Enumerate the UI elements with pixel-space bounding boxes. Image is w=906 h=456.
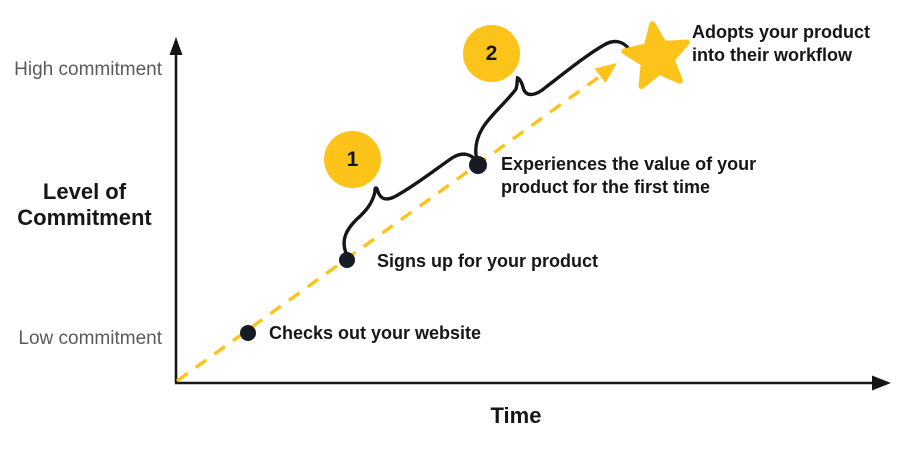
step-badge-2: 2 xyxy=(463,25,520,82)
curly-brace-2 xyxy=(474,39,631,166)
y-axis-max-label: High commitment xyxy=(14,59,162,80)
milestone-label-2: Signs up for your product xyxy=(377,250,598,273)
milestone-label-line: Experiences the value of your xyxy=(501,154,757,174)
milestone-label-3: Experiences the value of your product fo… xyxy=(501,153,756,199)
step-badge-1: 1 xyxy=(324,131,381,188)
curly-brace-1 xyxy=(342,152,480,259)
milestone-dot-1 xyxy=(240,325,256,341)
step-badge-1-number: 1 xyxy=(346,147,359,171)
x-axis-title: Time xyxy=(490,403,542,428)
milestone-label-line: product for the first time xyxy=(501,177,711,197)
y-axis-min-label: Low commitment xyxy=(18,328,162,349)
step-badge-2-number: 2 xyxy=(485,41,498,65)
milestone-label-line: into their workflow xyxy=(692,45,852,65)
milestone-dot-3 xyxy=(469,156,487,174)
milestone-label-line: Adopts your product xyxy=(692,22,870,42)
y-axis-title: Level of Commitment xyxy=(17,179,152,230)
star-icon xyxy=(621,21,690,90)
x-axis-arrow-icon xyxy=(872,375,891,391)
trend-arrowhead-icon xyxy=(594,63,617,83)
milestone-label-line: Checks out your website xyxy=(269,323,482,343)
milestone-label-1: Checks out your website xyxy=(269,322,481,345)
milestone-dot-2 xyxy=(339,252,355,268)
y-axis-arrow-icon xyxy=(169,37,183,55)
milestone-label-line: Signs up for your product xyxy=(377,251,598,271)
milestone-label-4: Adopts your product into their workflow xyxy=(692,21,870,67)
trend-dashed-line xyxy=(176,75,600,383)
